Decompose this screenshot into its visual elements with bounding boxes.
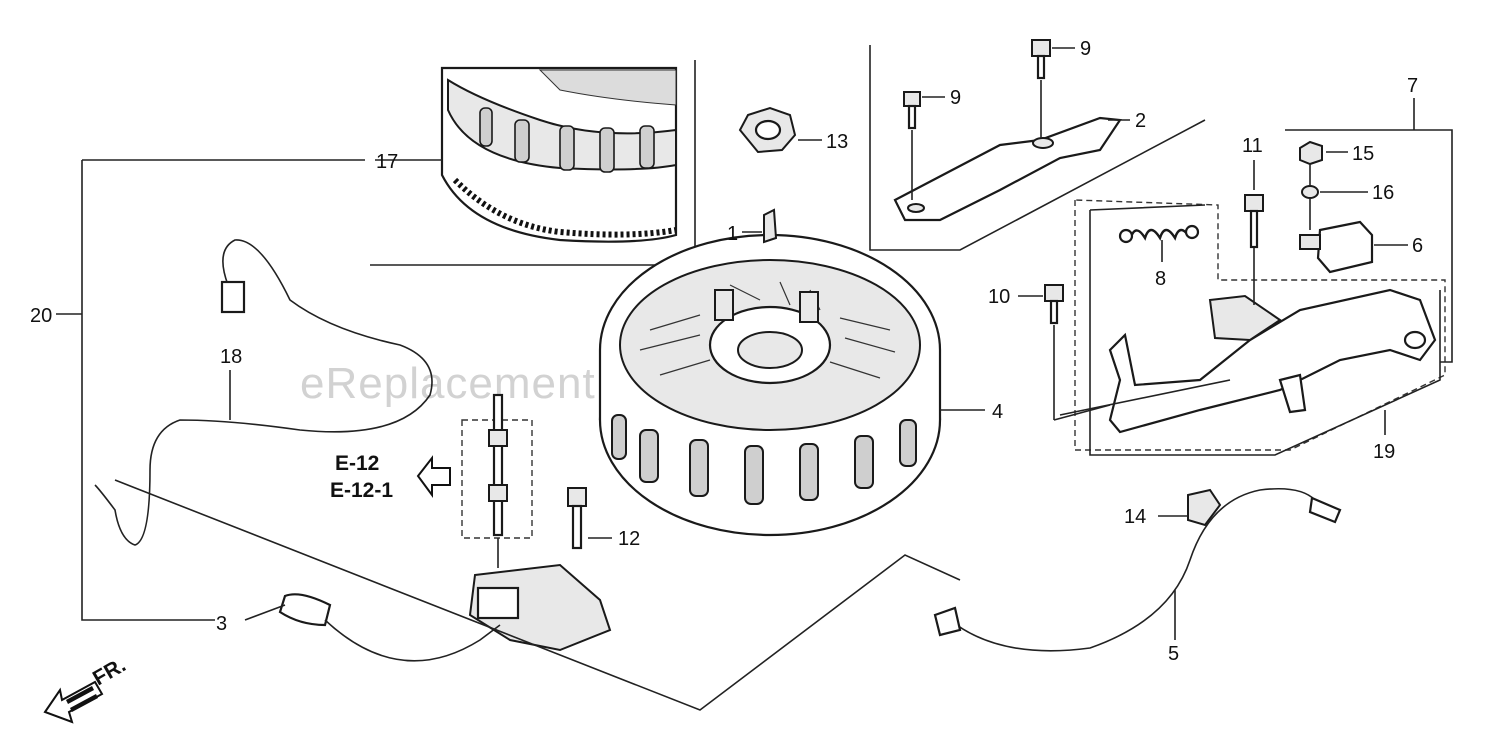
label-part-17: 17 [376, 151, 398, 173]
label-part-1: 1 [727, 223, 738, 245]
flywheel-ring-gear-inset [370, 60, 696, 266]
stop-switch-assembly [1285, 98, 1453, 363]
label-part-6: 6 [1412, 235, 1423, 257]
label-part-15: 15 [1352, 143, 1374, 165]
ignition-coil [278, 563, 612, 662]
grommet-14 [1187, 488, 1222, 527]
label-part-5: 5 [1168, 643, 1179, 665]
ref-e12-1: E-12-1 [330, 479, 393, 502]
label-part-3: 3 [216, 613, 227, 635]
label-part-16: 16 [1372, 182, 1394, 204]
label-part-7: 7 [1407, 75, 1418, 97]
label-part-10: 10 [988, 286, 1010, 308]
label-part-14: 14 [1124, 506, 1146, 528]
label-part-9b: 9 [1080, 38, 1091, 60]
front-direction-marker: FR. [43, 653, 130, 724]
label-part-20: 20 [30, 305, 52, 327]
brake-arm-assembly [1074, 199, 1446, 456]
bolt-10 [1044, 284, 1111, 421]
stop-wire [94, 239, 433, 546]
label-part-19: 19 [1373, 441, 1395, 463]
bolt-12 [567, 487, 587, 550]
label-part-2: 2 [1135, 110, 1146, 132]
label-part-8: 8 [1155, 268, 1166, 290]
stud-bolt [488, 393, 508, 537]
label-part-18: 18 [220, 346, 242, 368]
label-part-9a: 9 [950, 87, 961, 109]
wire-route-line [114, 479, 961, 711]
flywheel [598, 233, 942, 537]
label-part-13: 13 [826, 131, 848, 153]
label-part-12: 12 [618, 528, 640, 550]
bolt-11 [1244, 194, 1264, 305]
flywheel-nut [738, 106, 797, 154]
brake-spring [1118, 224, 1200, 244]
ref-e12: E-12 [335, 452, 379, 475]
label-part-4: 4 [992, 401, 1003, 423]
label-part-11: 11 [1242, 135, 1263, 157]
brake-shoe-assembly [869, 39, 1206, 251]
front-arrow-icon [43, 680, 104, 724]
woodruff-key [763, 208, 778, 244]
reference-callout: E-12 E-12-1 [330, 452, 451, 502]
reference-arrow-icon [416, 455, 451, 499]
ground-wire [933, 487, 1342, 652]
